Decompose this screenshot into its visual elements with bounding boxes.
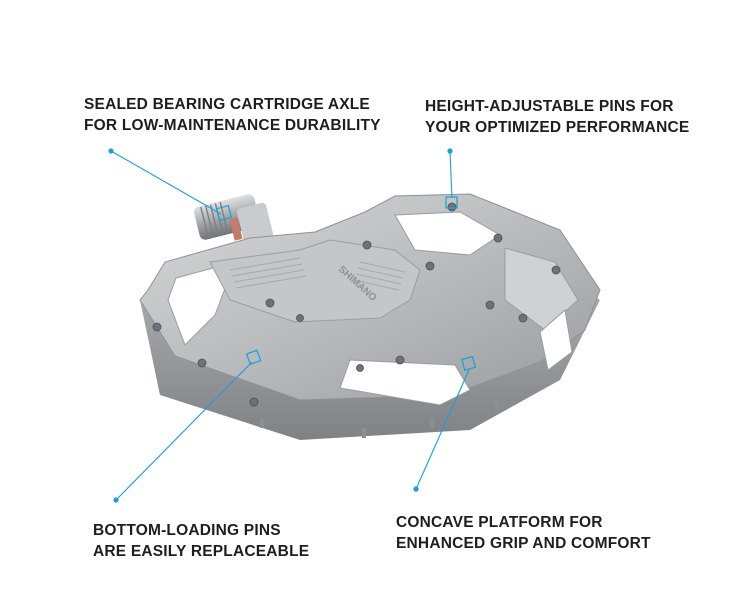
callout-dot [447,148,453,154]
pins [152,202,561,407]
callout-bearing-line1: SEALED BEARING CARTRIDGE AXLE [84,96,370,113]
callout-line-platform [415,369,470,490]
callout-line-bearing [110,150,222,215]
callout-bearing: SEALED BEARING CARTRIDGE AXLE FOR LOW-MA… [84,94,381,136]
callout-dot [413,486,419,492]
callout-marker-square [245,349,262,366]
callout-line-pins-bottom [115,361,253,501]
callout-marker-square [445,196,458,209]
callout-pins-height-line1: HEIGHT-ADJUSTABLE PINS FOR [425,98,674,115]
callout-marker-square [215,204,233,222]
callout-pins-bottom-line2: ARE EASILY REPLACEABLE [93,543,310,560]
callout-pins-bottom: BOTTOM-LOADING PINS ARE EASILY REPLACEAB… [93,520,309,562]
callout-pins-height-line2: YOUR OPTIMIZED PERFORMANCE [425,119,690,136]
callout-dot [108,148,114,154]
callout-marker-square [461,355,477,371]
callout-pins-height: HEIGHT-ADJUSTABLE PINS FOR YOUR OPTIMIZE… [425,96,689,138]
callout-bearing-line2: FOR LOW-MAINTENANCE DURABILITY [84,117,381,134]
callout-platform: CONCAVE PLATFORM FOR ENHANCED GRIP AND C… [396,512,651,554]
callout-pins-bottom-line1: BOTTOM-LOADING PINS [93,522,281,539]
callout-platform-line2: ENHANCED GRIP AND COMFORT [396,535,651,552]
callout-platform-line1: CONCAVE PLATFORM FOR [396,514,603,531]
callout-dot [113,497,119,503]
pedal-center-plate [209,239,421,323]
callout-line-pins-height [449,150,453,199]
